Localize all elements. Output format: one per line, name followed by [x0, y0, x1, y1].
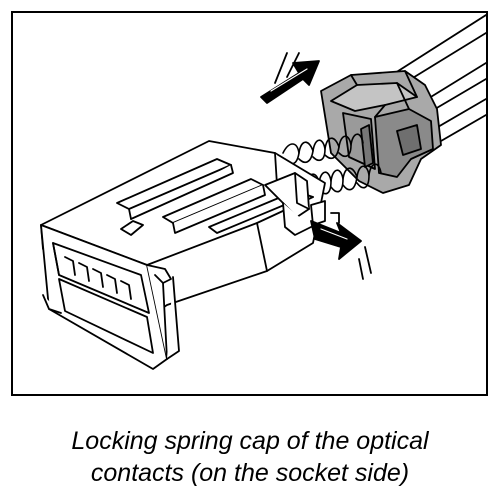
connector-illustration — [40, 14, 486, 370]
caption-line-1: Locking spring cap of the optical — [71, 427, 429, 455]
illustration-frame — [11, 11, 488, 396]
figure-caption: Locking spring cap of the optical contac… — [0, 425, 500, 489]
caption-line-2: contacts (on the socket side) — [90, 459, 410, 487]
arrow-pointing-icon — [310, 212, 372, 280]
locking-spring-cap — [320, 70, 442, 194]
connector-front-face — [40, 224, 180, 370]
arrow-left-icon — [260, 52, 320, 104]
